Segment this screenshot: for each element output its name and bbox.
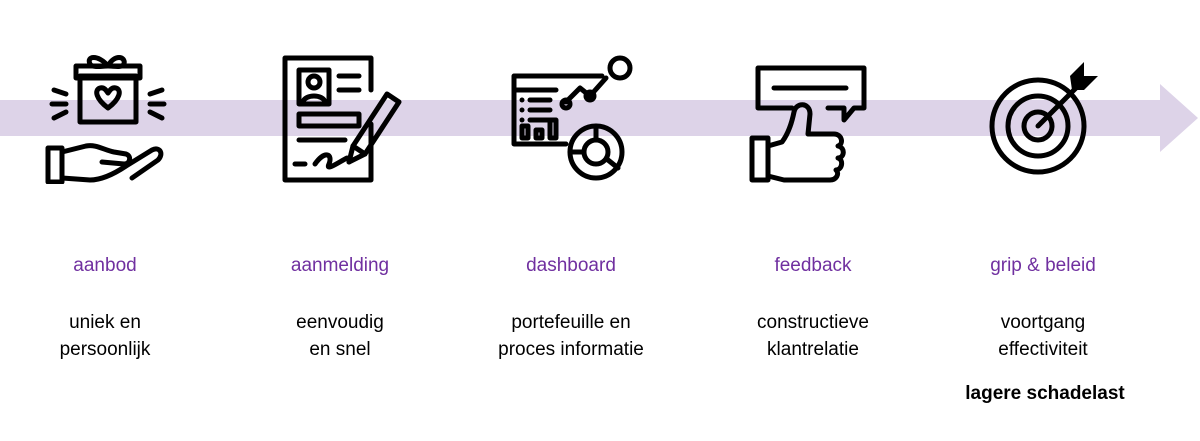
step-title: dashboard — [526, 255, 616, 276]
target-icon — [989, 62, 1098, 175]
signed-form-icon — [282, 55, 402, 183]
step-title: aanbod — [73, 255, 137, 276]
step-title: grip & beleid — [990, 255, 1096, 276]
step-title: feedback — [774, 255, 852, 276]
footer-note: lagere schadelast — [965, 383, 1125, 404]
step-title: aanmelding — [290, 255, 390, 276]
thumbs-up-feedback-icon — [749, 65, 867, 183]
dashboard-icon — [511, 55, 633, 181]
gift-in-hand-icon — [45, 55, 167, 184]
